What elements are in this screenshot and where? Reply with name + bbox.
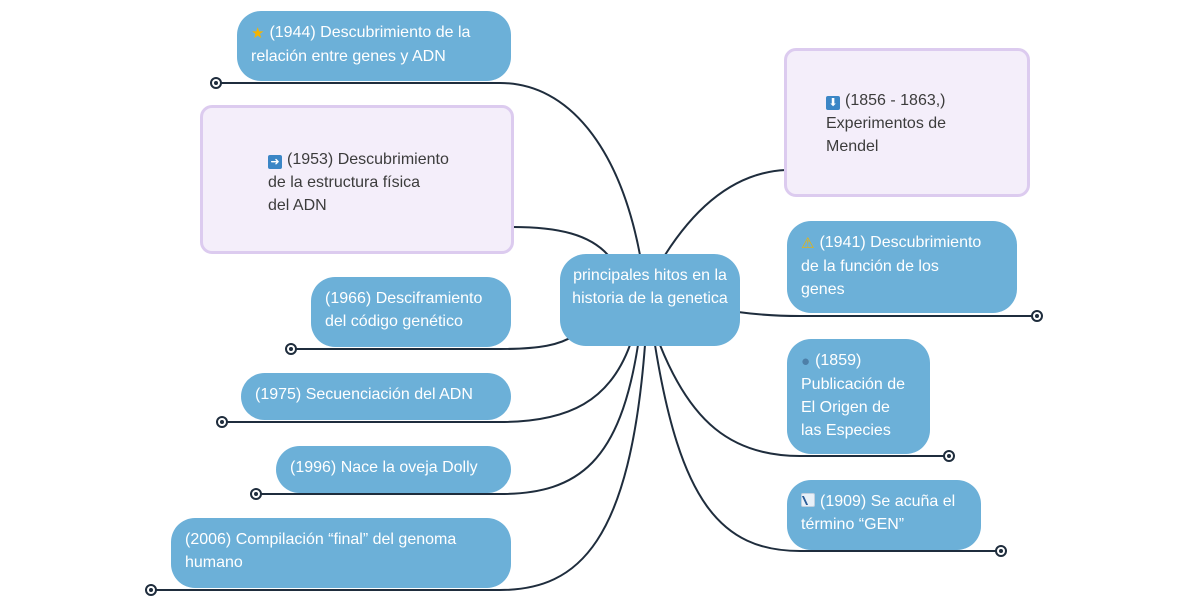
connector-1953	[511, 226, 609, 256]
connector-1859	[659, 344, 950, 457]
person-icon: ●	[801, 353, 811, 370]
topic-text: Mendel	[826, 138, 879, 155]
topic-text: humano	[185, 554, 243, 571]
topic-text: (1944) Descubrimiento de la	[269, 24, 471, 41]
topic-1944[interactable]: ★(1944) Descubrimiento de la relación en…	[237, 11, 511, 81]
topic-1859[interactable]: ●(1859) Publicación de El Origen de las …	[787, 339, 930, 454]
topic-text: las Especies	[801, 422, 891, 439]
topic-text: (1856 - 1863,)	[845, 92, 946, 109]
topic-text: (1941) Descubrimiento	[819, 234, 982, 251]
connector-1909	[654, 344, 1002, 552]
topic-text: genes	[801, 281, 845, 298]
topic-text: (2006) Compilación “final” del genoma	[185, 531, 457, 548]
connector-1941	[737, 311, 1038, 317]
topic-text: término “GEN”	[801, 516, 905, 533]
connector-2006	[150, 344, 646, 591]
topic-1909[interactable]: (1909) Se acuña el término “GEN”	[787, 480, 981, 550]
topic-text: (1953) Descubrimiento	[287, 151, 449, 168]
topic-text: (1859)	[815, 352, 862, 369]
connector-1975	[221, 344, 631, 423]
topic-1941[interactable]: ⚠(1941) Descubrimiento de la función de …	[787, 221, 1017, 313]
arrow-right-icon: ➜	[268, 155, 282, 169]
topic-text: (1996) Nace la oveja Dolly	[290, 459, 478, 476]
topic-text: Publicación de	[801, 376, 906, 393]
connector-1944	[215, 82, 641, 256]
topic-text: El Origen de	[801, 399, 890, 416]
topic-2006[interactable]: (2006) Compilación “final” del genoma hu…	[171, 518, 511, 588]
topic-1966[interactable]: (1966) Desciframiento del código genétic…	[311, 277, 511, 347]
topic-text: Experimentos de	[826, 115, 947, 132]
arrow-down-icon: ⬇	[826, 96, 840, 110]
connector-1856	[664, 169, 787, 256]
topic-text: (1909) Se acuña el	[820, 493, 956, 510]
topic-text: del código genético	[325, 313, 463, 330]
topic-1975[interactable]: (1975) Secuenciación del ADN	[241, 373, 511, 420]
topic-1953[interactable]: ➜ (1953) Descubrimiento de la estructura …	[200, 105, 514, 254]
connector-1996	[255, 344, 639, 495]
topic-text: (1966) Desciframiento	[325, 290, 483, 307]
topic-1996[interactable]: (1996) Nace la oveja Dolly	[276, 446, 511, 493]
topic-text: de la estructura física	[268, 174, 421, 191]
central-topic[interactable]: principales hitos en la historia de la g…	[560, 254, 740, 346]
star-icon: ★	[251, 25, 265, 42]
chart-icon	[801, 493, 815, 507]
topic-text: relación entre genes y ADN	[251, 48, 446, 65]
central-topic-text: principales hitos en la historia de la g…	[572, 267, 728, 307]
topic-text: (1975) Secuenciación del ADN	[255, 386, 473, 403]
topic-text: de la función de los	[801, 258, 939, 275]
topic-text: del ADN	[268, 197, 327, 214]
warning-icon: ⚠	[801, 235, 815, 252]
topic-1856[interactable]: ⬇ (1856 - 1863,) Experimentos de Mendel	[784, 48, 1030, 197]
